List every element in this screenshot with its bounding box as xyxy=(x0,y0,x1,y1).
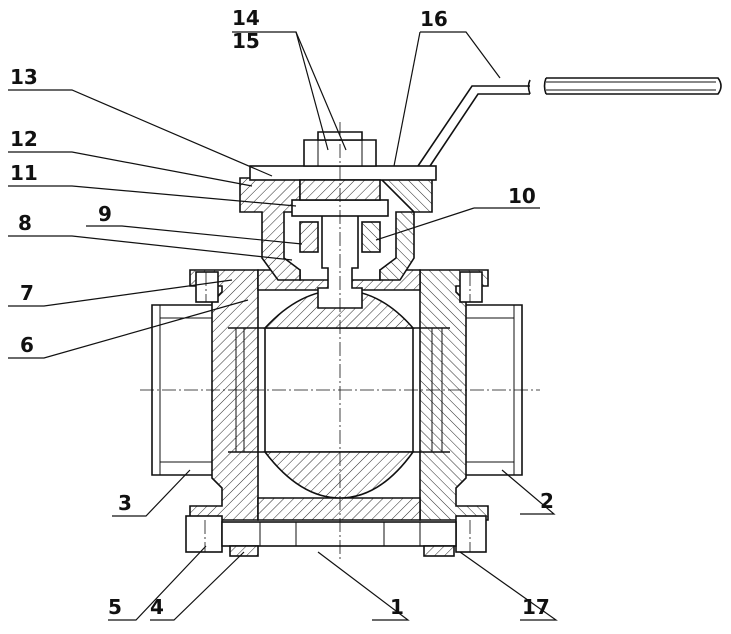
callout-5: 5 xyxy=(108,595,122,619)
callout-4: 4 xyxy=(150,595,164,619)
callout-1: 1 xyxy=(390,595,404,619)
callout-3: 3 xyxy=(118,491,132,515)
callout-17: 17 xyxy=(522,595,550,619)
callout-11: 11 xyxy=(10,161,38,185)
callout-10: 10 xyxy=(508,184,536,208)
callout-14: 14 xyxy=(232,6,260,30)
callout-7: 7 xyxy=(20,281,34,305)
stop-plate xyxy=(249,165,437,181)
leader-lines xyxy=(8,31,558,621)
packing-right xyxy=(361,221,381,253)
body-bottom-wall xyxy=(257,497,421,521)
callout-13: 13 xyxy=(10,65,38,89)
callout-9: 9 xyxy=(98,202,112,226)
callout-6: 6 xyxy=(20,333,34,357)
callout-16: 16 xyxy=(420,7,448,31)
right-flange xyxy=(419,269,489,521)
bolt-shank xyxy=(221,521,457,547)
callout-labels: 14 15 16 13 12 11 9 8 10 7 6 3 2 5 4 1 1… xyxy=(10,6,554,619)
callout-2: 2 xyxy=(540,489,554,513)
callout-12: 12 xyxy=(10,127,38,151)
handle-lever xyxy=(417,77,722,167)
callout-8: 8 xyxy=(18,211,32,235)
callout-15: 15 xyxy=(232,29,260,53)
bolt-head-left xyxy=(185,515,223,553)
ball xyxy=(257,289,421,499)
bolts xyxy=(185,271,487,557)
bolt-nut-right xyxy=(455,515,487,553)
packing-left xyxy=(299,221,319,253)
